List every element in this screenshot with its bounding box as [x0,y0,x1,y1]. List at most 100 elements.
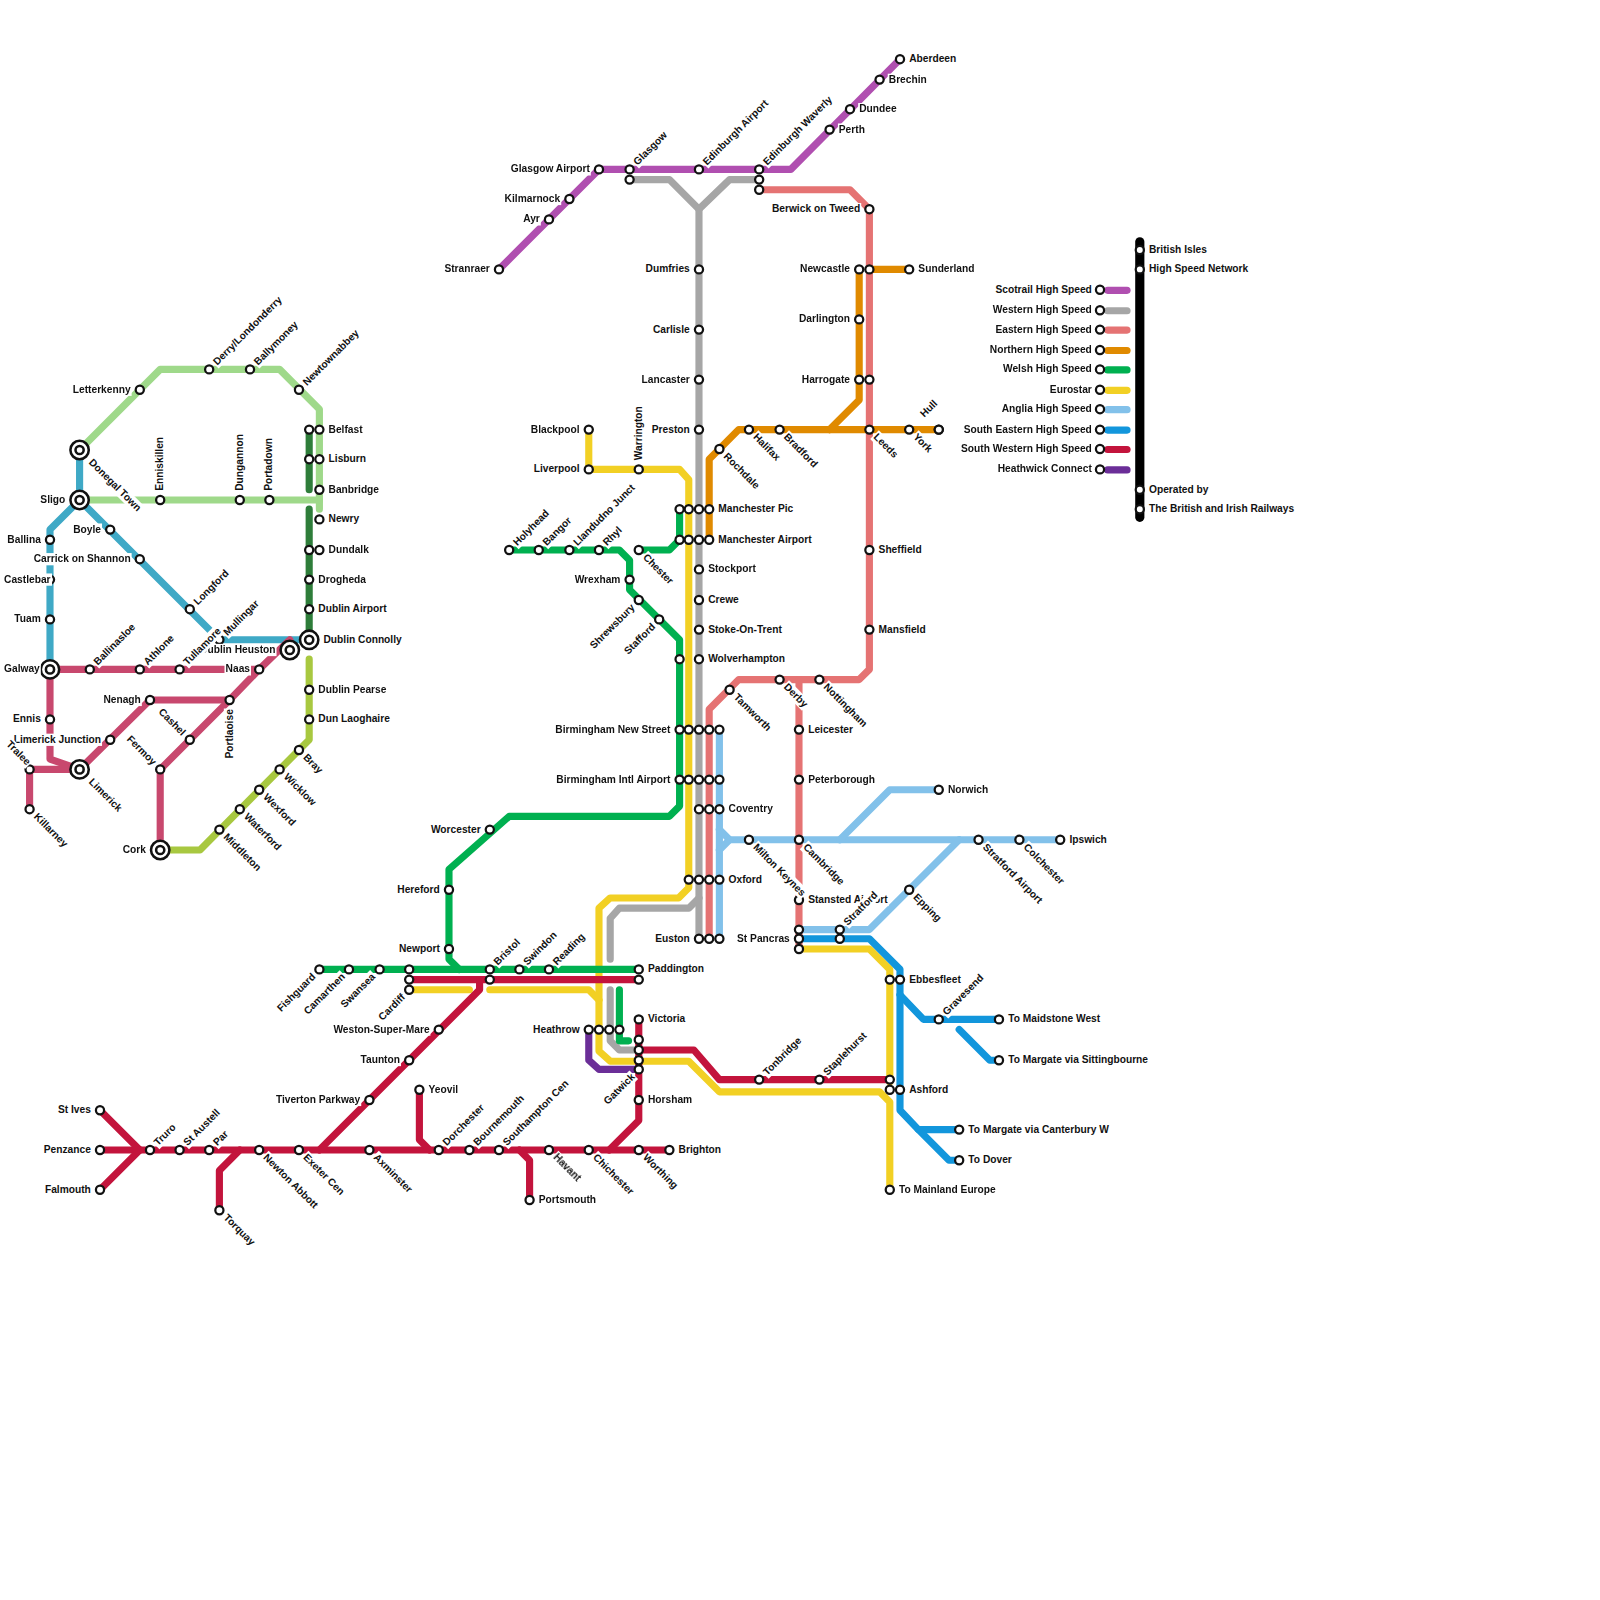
station-dot [896,976,904,984]
station-label: Ipswich [1068,834,1107,846]
station-dot [635,965,643,973]
station-dot [635,1046,643,1054]
station-label: Chester [640,551,677,588]
station-dot [1096,286,1104,294]
station-label: Blackpool [530,423,581,435]
legend-swatch [1104,406,1131,413]
station-dot [545,215,553,223]
station-dot [865,426,873,434]
legend-label: Eastern High Speed [994,323,1092,335]
rail-line [409,986,469,993]
rail-line [799,939,959,1130]
rail-line [589,430,890,1190]
station-dot [865,546,873,554]
station-dot [136,665,144,673]
station-dot [755,186,763,194]
station-label: Tiverton Parkway [275,1094,361,1106]
station-dot [695,596,703,604]
station-dot [685,505,693,513]
station-label: Taunton [359,1054,401,1066]
station-dot [96,1146,104,1154]
station-label: Berwick on Tweed [771,203,861,215]
station-label: Glasgow Airport [510,163,591,175]
station-dot [685,876,693,884]
station-dot [96,1106,104,1114]
station-label: Manchester Airport [717,534,812,546]
station-dot [405,986,413,994]
station-label: Worcester [430,823,482,835]
station-dot [186,605,194,613]
station-dot [995,1015,1003,1023]
station-label: Birmingham New Street [554,723,671,735]
station-dot [205,365,213,373]
station-dot [705,776,713,784]
station-dot [1136,505,1144,513]
station-label: Brechin [888,73,928,85]
station-dot [705,876,713,884]
station-label: Newtownabbey [300,326,363,389]
station-dot [315,455,323,463]
station-dot [1096,405,1104,413]
rail-line [695,209,702,939]
station-dot [1096,465,1104,473]
station-dot [685,536,693,544]
rail-line [100,1110,140,1190]
rail-line [80,500,310,640]
station-dot [865,265,873,273]
station-dot [695,426,703,434]
station-dot [635,1146,643,1154]
station-label: Cork [122,844,147,856]
station-dot [305,546,313,554]
station-dot [435,1146,443,1154]
station-label: Epping [910,891,945,926]
station-label: Castlebar [3,573,52,585]
station-label: Yeovil [428,1084,460,1096]
rail-line [918,1130,959,1161]
station-label: Derry/Londonderry [210,293,285,368]
station-label: Falmouth [44,1184,92,1196]
station-dot [715,776,723,784]
station-dot [865,205,873,213]
station-dot [315,965,323,973]
station-dot [726,686,734,694]
station-label: Longford [191,567,233,609]
station-label: Warrington [633,405,645,461]
rail-line [799,840,959,930]
rail-line [306,509,313,640]
station-dot [865,376,873,384]
station-dot [705,536,713,544]
station-dot [695,626,703,634]
station-dot [236,805,244,813]
station-dot [595,1026,603,1034]
legend-swatch [1104,445,1131,452]
station-dot [676,776,684,784]
legend-dot [1094,403,1106,415]
station-label: Boyle [72,523,102,535]
station-dot [795,945,803,953]
station-label: Wexford [260,791,299,830]
station-dot [445,886,453,894]
station-dot [156,765,164,773]
rail-line [80,669,260,769]
station-dot [705,805,713,813]
station-dot [1136,246,1144,254]
station-label: To Maidstone West [1007,1013,1101,1025]
legend-dot [1094,423,1106,435]
station-dot [565,195,573,203]
station-dot [695,726,703,734]
legend-swatch [1104,426,1131,433]
station-label: Wicklow [280,770,319,809]
station-dot [695,165,703,173]
station-label: Cardiff [375,991,408,1024]
station-dot [795,836,803,844]
station-dot [305,426,313,434]
station-label: Tamworth [730,691,774,735]
station-label: Donegal Town [85,456,144,515]
station-label: Newcastle [799,263,851,275]
station-dot [855,265,863,273]
station-dot [695,876,703,884]
station-dot [695,536,703,544]
legend-label: Northern High Speed [989,344,1093,356]
station-label: Dun Laoghaire [317,713,390,725]
station-dot [974,836,982,844]
